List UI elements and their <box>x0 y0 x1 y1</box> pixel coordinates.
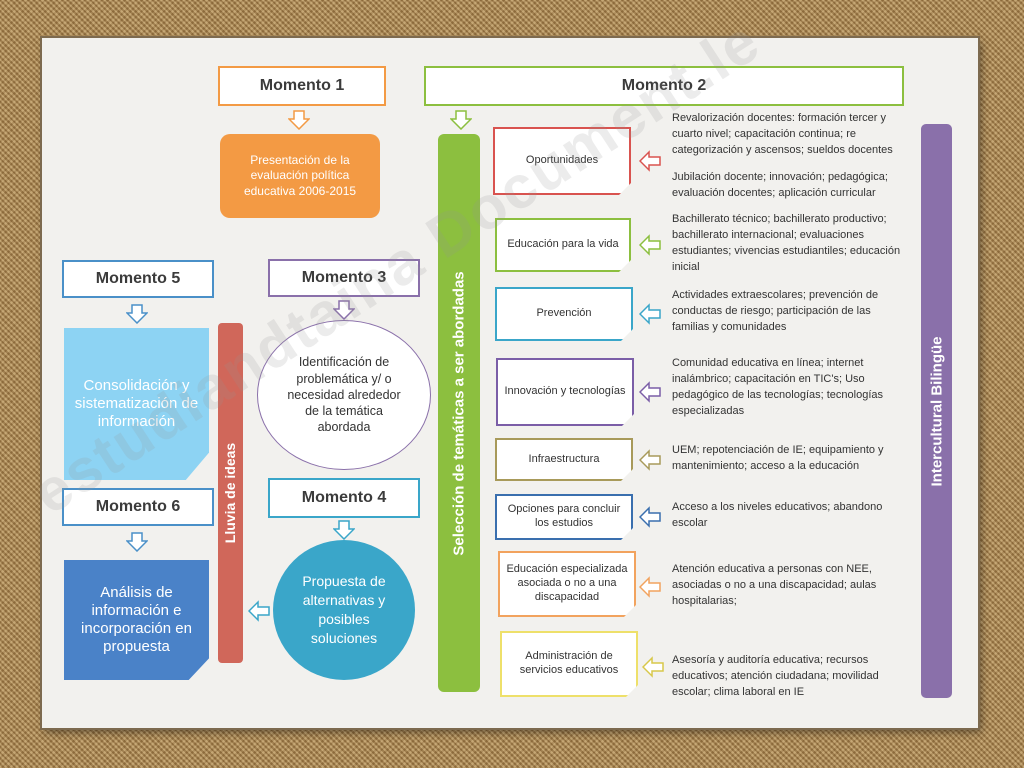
description-text: Revalorización docentes: formación terce… <box>672 112 893 156</box>
description-text: Atención educativa a personas con NEE, a… <box>672 563 877 607</box>
arrow-down-icon <box>126 532 148 552</box>
momento-1-box: Momento 1 <box>218 66 386 106</box>
category-educacion-vida: Educación para la vida <box>495 218 631 272</box>
arrow-down-icon <box>288 110 310 130</box>
lluvia-ideas-bar: Lluvia de ideas <box>218 323 243 663</box>
description-text: Acceso a los niveles educativos; abandon… <box>672 501 883 529</box>
arrow-left-icon <box>639 381 661 403</box>
analisis-node: Análisis de información e incorporación … <box>64 560 209 680</box>
category-prevencion: Prevención <box>495 287 633 341</box>
description-text: Jubilación docente; innovación; pedagógi… <box>672 171 888 199</box>
arrow-left-icon <box>639 234 661 256</box>
arrow-left-icon <box>642 656 664 678</box>
intercultural-bilingue-label: Intercultural Bilingüe <box>928 335 946 487</box>
description-text: Actividades extraescolares; prevención d… <box>672 289 879 333</box>
category-oportunidades: Oportunidades <box>493 127 631 195</box>
arrow-left-icon <box>639 449 661 471</box>
arrow-down-icon <box>450 110 472 130</box>
arrow-left-icon <box>639 506 661 528</box>
category-administracion: Administración de servicios educativos <box>500 631 638 697</box>
category-innovacion: Innovación y tecnologías <box>496 358 634 426</box>
consolidacion-node: Consolidación y sistematización de infor… <box>64 328 209 480</box>
arrow-down-icon <box>333 520 355 540</box>
arrow-left-icon <box>639 576 661 598</box>
description-text: Asesoría y auditoría educativa; recursos… <box>672 654 879 698</box>
description-text: UEM; repotenciación de IE; equipamiento … <box>672 444 884 472</box>
arrow-down-icon <box>333 300 355 320</box>
arrow-left-icon <box>639 303 661 325</box>
momento-5-box: Momento 5 <box>62 260 214 298</box>
momento-2-box: Momento 2 <box>424 66 904 106</box>
identificacion-node: Identificación de problemática y/ o nece… <box>257 320 431 470</box>
seleccion-tematicas-label: Selección de temáticas a ser abordadas <box>450 270 468 556</box>
propuesta-node: Propuesta de alternativas y posibles sol… <box>273 540 415 680</box>
arrow-left-icon <box>248 600 270 622</box>
arrow-down-icon <box>126 304 148 324</box>
description-text: Bachillerato técnico; bachillerato produ… <box>672 213 901 273</box>
intercultural-bilingue-bar: Intercultural Bilingüe <box>921 124 952 698</box>
momento-3-box: Momento 3 <box>268 259 420 297</box>
seleccion-tematicas-bar: Selección de temáticas a ser abordadas <box>438 134 480 692</box>
category-educacion-especializada: Educación especializada asociada o no a … <box>498 551 636 617</box>
lluvia-ideas-label: Lluvia de ideas <box>222 442 239 544</box>
presentacion-node: Presentación de la evaluación política e… <box>220 134 380 218</box>
description-text: Comunidad educativa en línea; internet i… <box>672 357 883 417</box>
momento-4-box: Momento 4 <box>268 478 420 518</box>
category-infraestructura: Infraestructura <box>495 438 633 481</box>
momento-6-box: Momento 6 <box>62 488 214 526</box>
category-opciones: Opciones para concluir los estudios <box>495 494 633 540</box>
arrow-left-icon <box>639 150 661 172</box>
